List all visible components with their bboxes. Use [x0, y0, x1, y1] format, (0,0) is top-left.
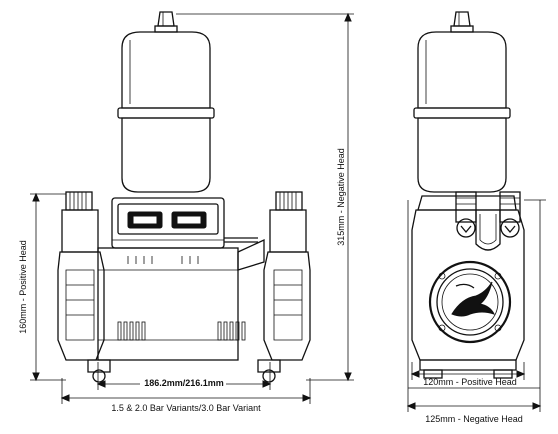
body-width-label: 186.2mm/216.1mm — [144, 378, 224, 388]
front-motor-body — [97, 247, 246, 361]
dim-body-width: 186.2mm/216.1mm — [96, 362, 272, 390]
dim-variant-width: 1.5 & 2.0 Bar Variants/3.0 Bar Variant — [60, 378, 312, 413]
negative-head-height-label: 315mm - Negative Head — [336, 148, 346, 246]
front-vent-slots-right — [217, 321, 246, 341]
front-pump-head-right — [237, 191, 311, 383]
positive-head-width-label: 120mm - Positive Head — [423, 377, 517, 387]
front-control-box — [111, 197, 258, 249]
front-view — [57, 11, 311, 383]
side-vessel-nozzle — [450, 11, 474, 33]
variant-caption-label: 1.5 & 2.0 Bar Variants/3.0 Bar Variant — [111, 403, 261, 413]
negative-head-width-label: 125mm - Negative Head — [425, 414, 523, 424]
side-expansion-vessel — [413, 31, 511, 193]
front-pump-head-left — [57, 191, 111, 383]
side-impeller-housing — [428, 260, 512, 344]
positive-head-height-label: 160mm - Positive Head — [18, 240, 28, 334]
dim-positive-head-width: 120mm - Positive Head — [410, 362, 526, 387]
dim-negative-head-height: 315mm - Negative Head — [176, 12, 354, 382]
dim-negative-head-width: 125mm - Negative Head — [406, 199, 546, 424]
dim-positive-head-height: 160mm - Positive Head — [18, 192, 66, 382]
side-pump-body — [411, 191, 525, 361]
front-vessel-nozzle — [154, 11, 178, 33]
front-vent-slots-left — [117, 321, 146, 341]
side-view — [411, 11, 525, 379]
side-base — [419, 359, 517, 379]
front-expansion-vessel — [117, 31, 215, 193]
